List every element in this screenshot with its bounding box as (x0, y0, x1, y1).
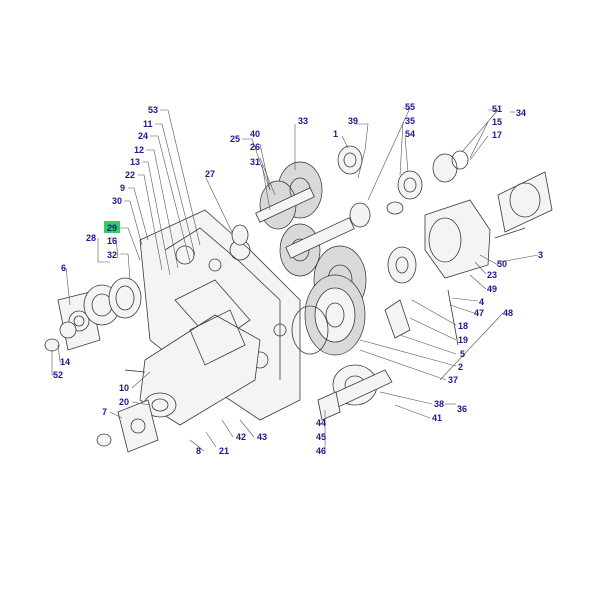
callout-47[interactable]: 47 (474, 308, 484, 318)
countershaft-gears (231, 145, 363, 246)
callout-35[interactable]: 35 (405, 116, 415, 126)
leader-lines (51, 107, 539, 452)
callout-28[interactable]: 28 (86, 233, 96, 243)
callout-9[interactable]: 9 (120, 183, 125, 193)
left-flange-group (44, 277, 142, 352)
callout-51[interactable]: 51 (492, 104, 502, 114)
callout-45[interactable]: 45 (316, 432, 326, 442)
callout-7[interactable]: 7 (102, 407, 107, 417)
callout-37[interactable]: 37 (448, 375, 458, 385)
callout-3[interactable]: 3 (538, 250, 543, 260)
callout-22[interactable]: 22 (125, 170, 135, 180)
callout-14[interactable]: 14 (60, 357, 70, 367)
callout-16[interactable]: 16 (107, 236, 117, 246)
callout-53[interactable]: 53 (148, 105, 158, 115)
callout-29[interactable]: 29 (107, 223, 117, 233)
callout-41[interactable]: 41 (432, 413, 442, 423)
callout-15[interactable]: 15 (492, 117, 502, 127)
callout-46[interactable]: 46 (316, 446, 326, 456)
callout-2[interactable]: 2 (458, 362, 463, 372)
callout-55[interactable]: 55 (405, 102, 415, 112)
callout-20[interactable]: 20 (119, 397, 129, 407)
callout-31[interactable]: 31 (250, 157, 260, 167)
callout-40[interactable]: 40 (250, 129, 260, 139)
callout-6[interactable]: 6 (61, 263, 66, 273)
callout-49[interactable]: 49 (487, 284, 497, 294)
output-shaft (317, 364, 393, 421)
callout-39[interactable]: 39 (348, 116, 358, 126)
large-gear (291, 274, 366, 356)
callout-11[interactable]: 11 (143, 119, 153, 129)
callout-50[interactable]: 50 (497, 259, 507, 269)
callout-19[interactable]: 19 (458, 335, 468, 345)
callout-13[interactable]: 13 (130, 157, 140, 167)
callout-21[interactable]: 21 (219, 446, 229, 456)
callout-52[interactable]: 52 (53, 370, 63, 380)
callout-32[interactable]: 32 (107, 250, 117, 260)
callout-26[interactable]: 26 (250, 142, 260, 152)
callout-27[interactable]: 27 (205, 169, 215, 179)
callout-17[interactable]: 17 (492, 130, 502, 140)
callout-8[interactable]: 8 (196, 446, 201, 456)
callout-23[interactable]: 23 (487, 270, 497, 280)
callout-labels: 53 11 24 12 13 22 9 30 29 28 16 32 6 14 … (53, 102, 543, 456)
callout-54[interactable]: 54 (405, 129, 415, 139)
callout-34[interactable]: 34 (516, 108, 526, 118)
callout-5[interactable]: 5 (460, 349, 465, 359)
callout-44[interactable]: 44 (316, 418, 326, 428)
front-cover (96, 309, 261, 453)
callout-12[interactable]: 12 (134, 145, 144, 155)
callout-33[interactable]: 33 (298, 116, 308, 126)
callout-25[interactable]: 25 (230, 134, 240, 144)
callout-36[interactable]: 36 (457, 404, 467, 414)
callout-43[interactable]: 43 (257, 432, 267, 442)
callout-10[interactable]: 10 (119, 383, 129, 393)
callout-18[interactable]: 18 (458, 321, 468, 331)
callout-48[interactable]: 48 (503, 308, 513, 318)
callout-38[interactable]: 38 (434, 399, 444, 409)
callout-42[interactable]: 42 (236, 432, 246, 442)
callout-1[interactable]: 1 (333, 129, 338, 139)
callout-4[interactable]: 4 (479, 297, 484, 307)
callout-30[interactable]: 30 (112, 196, 122, 206)
callout-24[interactable]: 24 (138, 131, 148, 141)
differential-group (384, 150, 553, 346)
selected-part-highlight (104, 221, 120, 233)
